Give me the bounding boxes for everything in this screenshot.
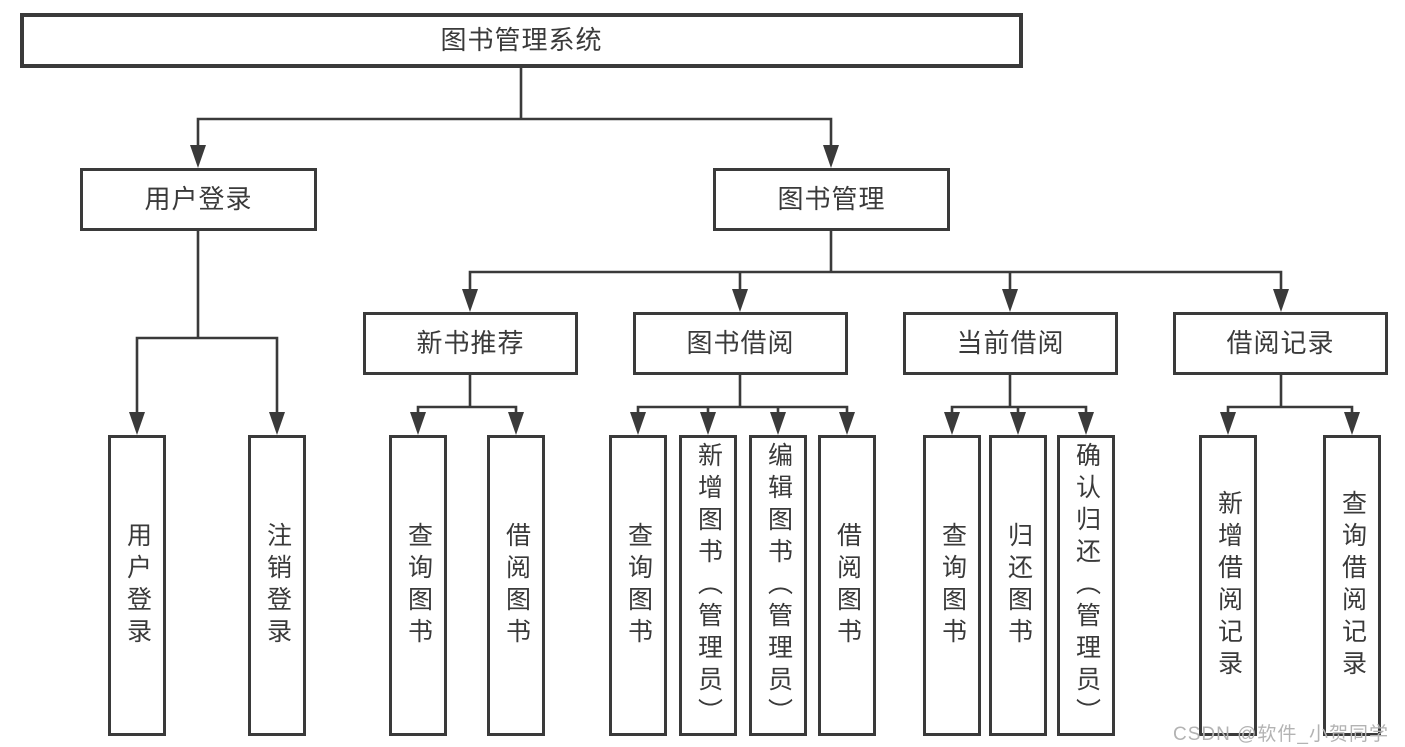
arrow-down-icon bbox=[269, 412, 285, 435]
arrowheads bbox=[129, 145, 1360, 435]
arrow-down-icon bbox=[1273, 289, 1289, 312]
leaf-user-login: 用户登录 bbox=[108, 435, 166, 736]
arrow-down-icon bbox=[700, 412, 716, 435]
leaf-borrow-books: 借阅图书 bbox=[487, 435, 545, 736]
node-library-management-system: 图书管理系统 bbox=[20, 13, 1023, 68]
leaf-add-book-admin: 新增图书（管理员） bbox=[679, 435, 737, 736]
arrow-down-icon bbox=[1344, 412, 1360, 435]
arrow-down-icon bbox=[1220, 412, 1236, 435]
arrow-down-icon bbox=[508, 412, 524, 435]
leaf-confirm-return-admin: 确认归还（管理员） bbox=[1057, 435, 1115, 736]
leaf-logout: 注销登录 bbox=[248, 435, 306, 736]
arrow-down-icon bbox=[770, 412, 786, 435]
arrow-down-icon bbox=[732, 289, 748, 312]
arrow-down-icon bbox=[190, 145, 206, 168]
node-user-login: 用户登录 bbox=[80, 168, 317, 231]
watermark: CSDN @软件_小贺同学 bbox=[1173, 724, 1389, 745]
leaf-query-books: 查询图书 bbox=[609, 435, 667, 736]
node-borrowing-records: 借阅记录 bbox=[1173, 312, 1388, 375]
arrow-down-icon bbox=[1002, 289, 1018, 312]
node-book-borrowing: 图书借阅 bbox=[633, 312, 848, 375]
leaf-add-borrow-record: 新增借阅记录 bbox=[1199, 435, 1257, 736]
arrow-down-icon bbox=[630, 412, 646, 435]
arrow-down-icon bbox=[1010, 412, 1026, 435]
leaf-query-books: 查询图书 bbox=[389, 435, 447, 736]
arrow-down-icon bbox=[823, 145, 839, 168]
leaf-query-borrow-record: 查询借阅记录 bbox=[1323, 435, 1381, 736]
node-new-book-recommendation: 新书推荐 bbox=[363, 312, 578, 375]
leaf-borrow-books: 借阅图书 bbox=[818, 435, 876, 736]
arrow-down-icon bbox=[410, 412, 426, 435]
arrow-down-icon bbox=[944, 412, 960, 435]
arrow-down-icon bbox=[839, 412, 855, 435]
arrow-down-icon bbox=[1078, 412, 1094, 435]
arrow-down-icon bbox=[462, 289, 478, 312]
node-book-management: 图书管理 bbox=[713, 168, 950, 231]
node-current-borrowing: 当前借阅 bbox=[903, 312, 1118, 375]
leaf-edit-book-admin: 编辑图书（管理员） bbox=[749, 435, 807, 736]
leaf-return-books: 归还图书 bbox=[989, 435, 1047, 736]
leaf-query-books: 查询图书 bbox=[923, 435, 981, 736]
arrow-down-icon bbox=[129, 412, 145, 435]
